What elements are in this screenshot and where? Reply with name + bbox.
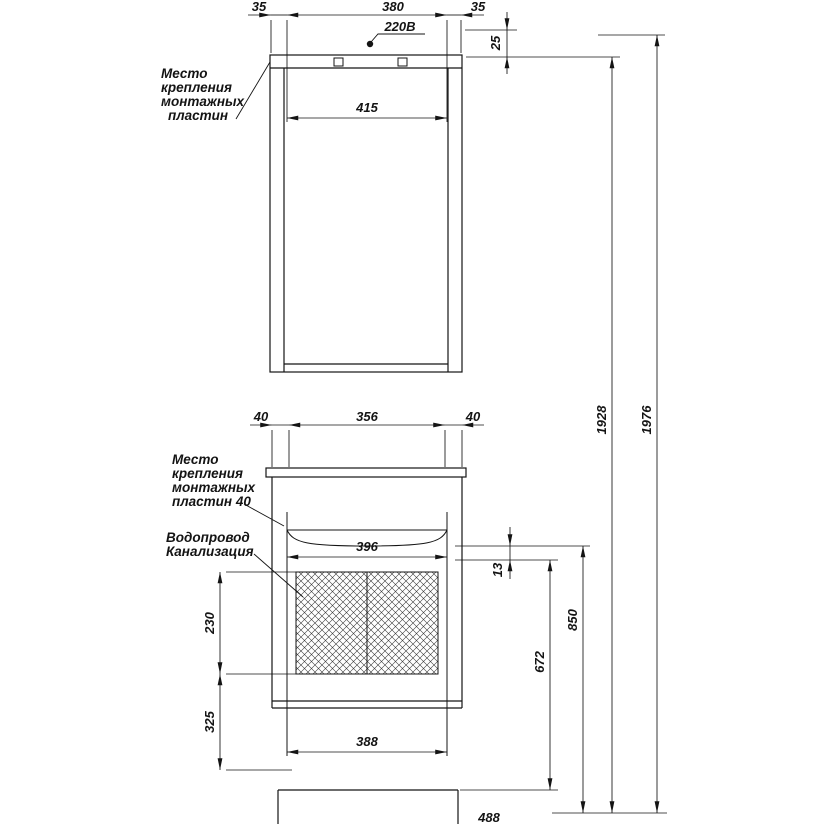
dim-bottom-488: 488 (477, 810, 500, 824)
plumbing-access-zone (295, 571, 439, 675)
vanity-note-leader-line (243, 503, 285, 527)
outlet-label: 220В (383, 19, 415, 34)
sewerage-label: Канализация (166, 544, 254, 559)
vanity-note-line3: монтажных (172, 480, 256, 495)
dim-vanity-edge-left: 40 (253, 409, 269, 424)
dim-mirror-plates-span: 380 (382, 0, 404, 14)
vanity-cabinet-outline (265, 467, 467, 756)
vanity-note-line2: крепления (172, 466, 243, 481)
dim-vanity-edge-right: 40 (465, 409, 481, 424)
outlet-offset-dimension (465, 12, 517, 74)
mounting-plate-left (333, 57, 344, 67)
left-dimension-lines (217, 571, 296, 771)
water-supply-label: Водопровод (166, 530, 250, 545)
countertop (265, 467, 467, 478)
dim-mirror-inner-width: 415 (355, 100, 378, 115)
pedestal-outline (277, 789, 459, 824)
mirror-mount-note: Место крепления монтажных пластин (161, 61, 271, 123)
mirror-note-line2: крепления (161, 80, 232, 95)
dim-vanity-plates-span: 356 (356, 409, 378, 424)
dim-gap-13: 13 (490, 562, 505, 577)
mirror-cabinet-outline (269, 54, 463, 373)
dim-height-672: 672 (532, 650, 547, 672)
mirror-note-leader-line (235, 61, 271, 120)
vanity-mount-note: Место крепления монтажных пластин 40 (172, 452, 285, 527)
outlet-leader-line (370, 33, 425, 43)
dim-mirror-edge-left: 35 (252, 0, 267, 14)
gap-dimension-lines (455, 527, 590, 579)
sink-basin-profile (286, 529, 448, 547)
vanity-note-line4: пластин 40 (172, 494, 251, 509)
mounting-plate-right (397, 57, 408, 67)
dim-mirror-edge-right: 35 (471, 0, 486, 14)
vanity-note-line1: Место (172, 452, 219, 467)
outlet-dot (366, 40, 374, 48)
mirror-note-line3: монтажных (161, 94, 245, 109)
dim-height-1928: 1928 (594, 405, 609, 435)
vanity-top-dimension-lines (250, 422, 484, 467)
mirror-cabinet-body (269, 54, 463, 373)
dim-sink-width: 396 (356, 539, 378, 554)
overall-height-dimensions (460, 34, 667, 814)
power-outlet: 220В (366, 19, 425, 48)
dim-outlet-offset: 25 (488, 35, 503, 51)
dim-bottom-offset-325: 325 (202, 710, 217, 732)
plumbing-labels: Водопровод Канализация (166, 530, 304, 598)
mirror-note-line4: пластин (168, 108, 228, 123)
dim-bottom-width-388: 388 (356, 734, 378, 749)
dim-hatch-height-230: 230 (202, 611, 217, 634)
mirror-top-dimension-lines (248, 12, 484, 122)
dim-height-1976: 1976 (639, 405, 654, 435)
mirror-note-line1: Место (161, 66, 208, 81)
plumbing-leader-line (253, 553, 304, 598)
dim-height-850: 850 (565, 608, 580, 630)
